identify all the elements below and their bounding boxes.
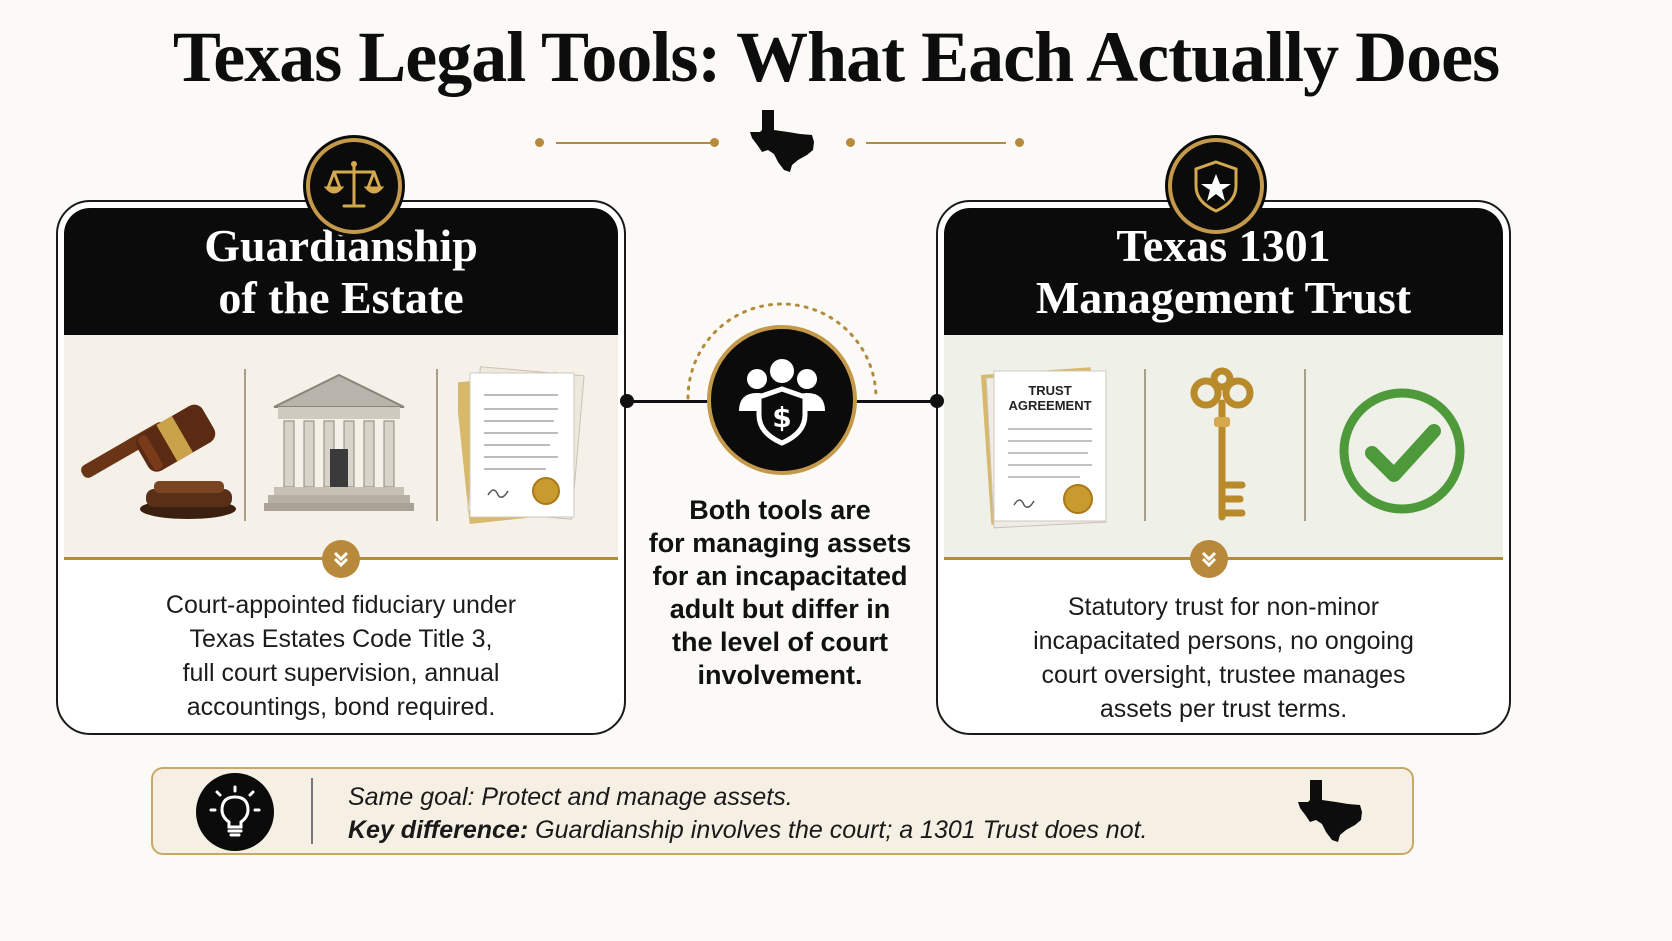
center-text-line: the level of court	[671, 627, 889, 657]
description-line: accountings, bond required.	[186, 693, 496, 721]
golden-key-icon	[1184, 367, 1264, 527]
texas-map-icon	[1296, 778, 1366, 844]
shield-star-icon	[1168, 138, 1264, 234]
center-text-line: involvement.	[697, 660, 863, 690]
key-difference-text: Same goal: Protect and manage assets. Ke…	[348, 781, 1248, 847]
trust-title-line2: Management Trust	[1035, 271, 1412, 323]
center-text-line: for an incapacitated	[652, 561, 908, 591]
key-difference-label: Key difference:	[348, 816, 529, 844]
trust-doc-label-line2: AGREEMENT	[1008, 398, 1092, 413]
dotted-arc	[684, 300, 880, 400]
image-separator	[1144, 369, 1146, 521]
trust-agreement-document-icon: TRUST AGREEMENT	[980, 363, 1116, 531]
divider-dot	[710, 138, 719, 147]
divider-dot	[535, 138, 544, 147]
image-separator	[244, 369, 246, 521]
key-difference-bar	[151, 767, 1414, 855]
key-difference-detail: Guardianship involves the court; a 1301 …	[528, 816, 1148, 844]
bottom-separator	[311, 778, 313, 844]
guardianship-title-line2: of the Estate	[218, 271, 464, 323]
same-goal-line: Same goal: Protect and manage assets.	[348, 783, 793, 811]
center-text-line: for managing assets	[648, 528, 912, 558]
description-line: incapacitated persons, no ongoing	[1033, 627, 1414, 655]
trust-image-panel: TRUST AGREEMENT	[944, 335, 1503, 557]
divider-line	[556, 142, 711, 144]
legal-document-with-seal-icon	[454, 363, 588, 525]
green-checkmark-icon	[1336, 385, 1468, 517]
description-line: Court-appointed fiduciary under	[165, 591, 517, 619]
description-line: Statutory trust for non-minor	[1067, 593, 1380, 621]
connector-node	[620, 394, 634, 408]
courthouse-icon	[264, 371, 414, 521]
image-separator	[1304, 369, 1306, 521]
connector-node	[930, 394, 944, 408]
gavel-icon	[68, 381, 238, 521]
chevron-down-icon	[1190, 540, 1228, 578]
description-line: court oversight, trustee manages	[1041, 661, 1406, 689]
center-summary: Both tools are for managing assets for a…	[640, 494, 920, 692]
chevron-down-icon	[322, 540, 360, 578]
description-line: full court supervision, annual	[182, 659, 500, 687]
guardianship-description: Court-appointed fiduciary under Texas Es…	[64, 588, 618, 724]
center-text-line: Both tools are	[689, 495, 871, 525]
trust-doc-label-line1: TRUST	[1028, 383, 1072, 398]
scales-of-justice-icon	[306, 138, 402, 234]
texas-map-icon	[748, 108, 818, 174]
trust-description: Statutory trust for non-minor incapacita…	[944, 590, 1503, 726]
svg-text:$: $	[772, 401, 791, 434]
description-line: assets per trust terms.	[1099, 695, 1348, 723]
guardianship-image-panel	[64, 335, 618, 557]
divider-line	[866, 142, 1006, 144]
center-text-line: adult but differ in	[669, 594, 891, 624]
image-separator	[436, 369, 438, 521]
divider-dot	[1015, 138, 1024, 147]
key-difference-line: Key difference: Guardianship involves th…	[348, 814, 1248, 847]
lightbulb-icon	[196, 773, 274, 851]
people-shield-dollar-icon: $	[707, 325, 857, 475]
description-line: Texas Estates Code Title 3,	[189, 625, 493, 653]
management-trust-card-header: Texas 1301 Management Trust	[944, 208, 1503, 335]
page-title: Texas Legal Tools: What Each Actually Do…	[172, 17, 1500, 97]
divider-dot	[846, 138, 855, 147]
